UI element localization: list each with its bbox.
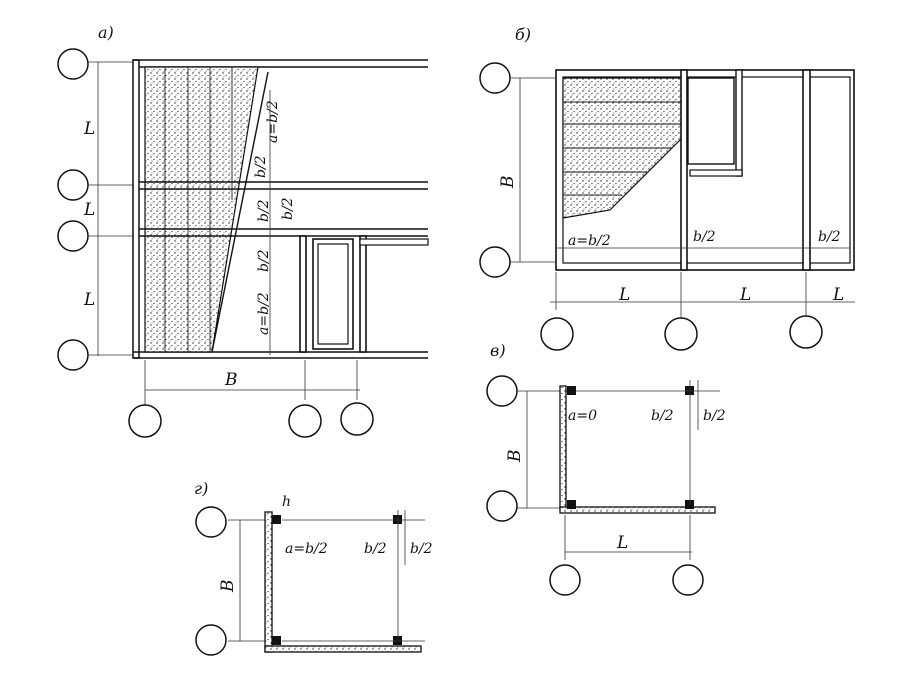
dim-L-bot: L [83, 290, 95, 310]
axis-circle [57, 48, 89, 80]
axis-circle [195, 506, 227, 538]
axis-circle [664, 317, 698, 351]
note-b2-b1: b/2 [693, 229, 716, 245]
dim-L-b3: L [832, 285, 844, 305]
dim-L-b1: L [618, 285, 630, 305]
note-h-g: h [282, 494, 291, 510]
note-b2-3: b/2 [256, 199, 272, 222]
note-a-top: a=b/2 [265, 100, 281, 143]
note-a-g: a=b/2 [285, 541, 328, 557]
dim-L-v: L [616, 533, 628, 553]
dim-B-g: B [218, 580, 238, 594]
axis-circle [789, 315, 823, 349]
note-b2-g2: b/2 [410, 541, 433, 557]
note-b2-g1: b/2 [364, 541, 387, 557]
note-b2-v2: b/2 [703, 408, 726, 424]
column-square [685, 500, 694, 509]
column-square [272, 636, 281, 645]
note-a-b: a=b/2 [568, 233, 611, 249]
axis-circle [57, 169, 89, 201]
axis-circle [672, 564, 704, 596]
axis-circle [57, 220, 89, 252]
panel-g: г) B h a=b/2 b/2 b/2 [194, 479, 433, 656]
axis-circle [288, 404, 322, 438]
axis-circle [479, 246, 511, 278]
panel-v-letter: в) [490, 341, 506, 360]
dim-B-v: B [505, 450, 525, 464]
note-a-v: a=0 [568, 408, 597, 424]
column-square [567, 386, 576, 395]
axis-circle [549, 564, 581, 596]
note-b2-4: b/2 [256, 249, 272, 272]
dim-L-top: L [83, 119, 95, 139]
note-b2-v1: b/2 [651, 408, 674, 424]
column-square [393, 636, 402, 645]
axis-circle [486, 490, 518, 522]
panel-g-letter: г) [194, 479, 208, 498]
dim-L-mid: L [83, 200, 95, 220]
panel-a-letter: а) [98, 23, 114, 42]
column-square [685, 386, 694, 395]
axis-circle [479, 62, 511, 94]
dim-L-b2: L [739, 285, 751, 305]
axis-circle [486, 375, 518, 407]
panel-b-letter: б) [515, 25, 531, 44]
axis-circle [540, 317, 574, 351]
axis-circle [128, 404, 162, 438]
axis-circle [57, 339, 89, 371]
dim-B-b: B [498, 176, 518, 190]
panel-b: б) B a=b/2 b/2 b/2 L L L [479, 25, 855, 351]
note-b2-2: b/2 [280, 197, 296, 220]
note-b2-1: b/2 [253, 155, 269, 178]
dim-B: B [224, 370, 238, 390]
panel-a: а) L L L [57, 23, 429, 438]
axis-circle [195, 624, 227, 656]
axis-circle [340, 402, 374, 436]
note-b2-b2: b/2 [818, 229, 841, 245]
panel-v: в) B a=0 b/2 b/2 L [486, 341, 726, 596]
column-square [567, 500, 576, 509]
column-square [272, 515, 281, 524]
column-square [393, 515, 402, 524]
note-a-bot: a=b/2 [256, 292, 272, 335]
